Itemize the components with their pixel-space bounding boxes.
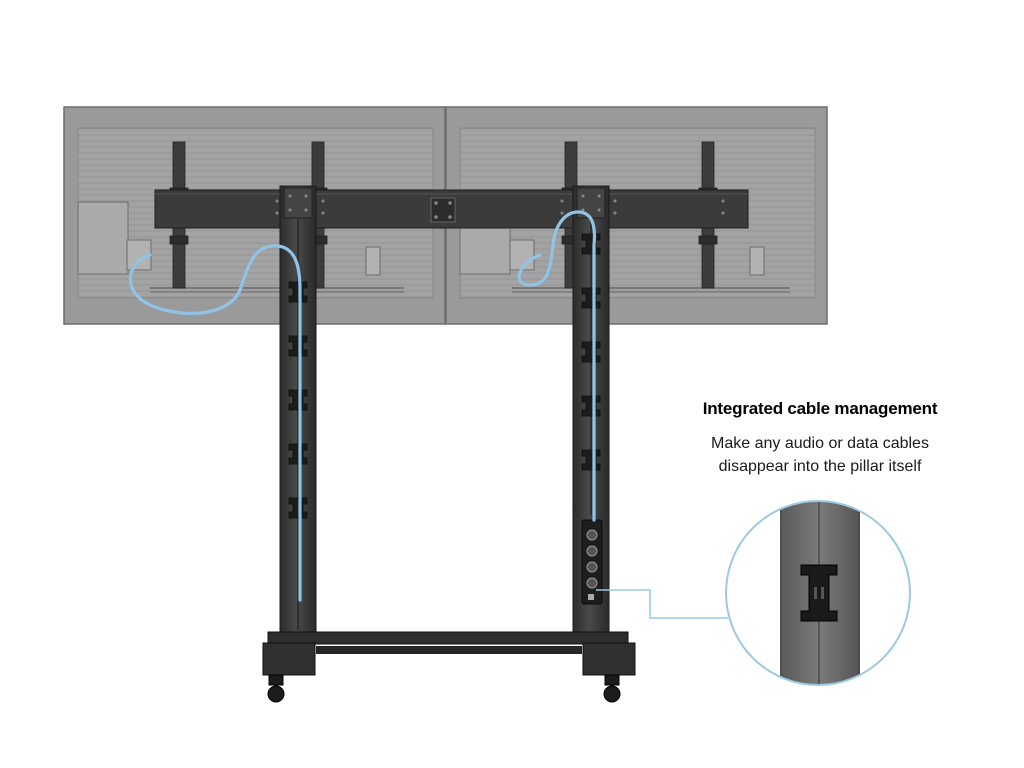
callout-title: Integrated cable management	[702, 399, 938, 418]
clip-icon	[800, 564, 838, 622]
left-pillar	[279, 185, 317, 643]
callout-description: Make any audio or data cables disappear …	[640, 432, 1000, 478]
callout-leader-line	[596, 589, 728, 619]
mounting-crossbar	[154, 189, 749, 229]
zoom-detail-circle	[725, 500, 911, 686]
caster-wheels	[267, 674, 621, 703]
cables	[128, 210, 597, 602]
callout-description-line-2: disappear into the pillar itself	[718, 458, 922, 475]
callout-description-line-1: Make any audio or data cables	[711, 435, 929, 452]
power-strip	[581, 519, 603, 605]
socket-icon	[586, 529, 598, 589]
stand-base	[262, 631, 636, 676]
